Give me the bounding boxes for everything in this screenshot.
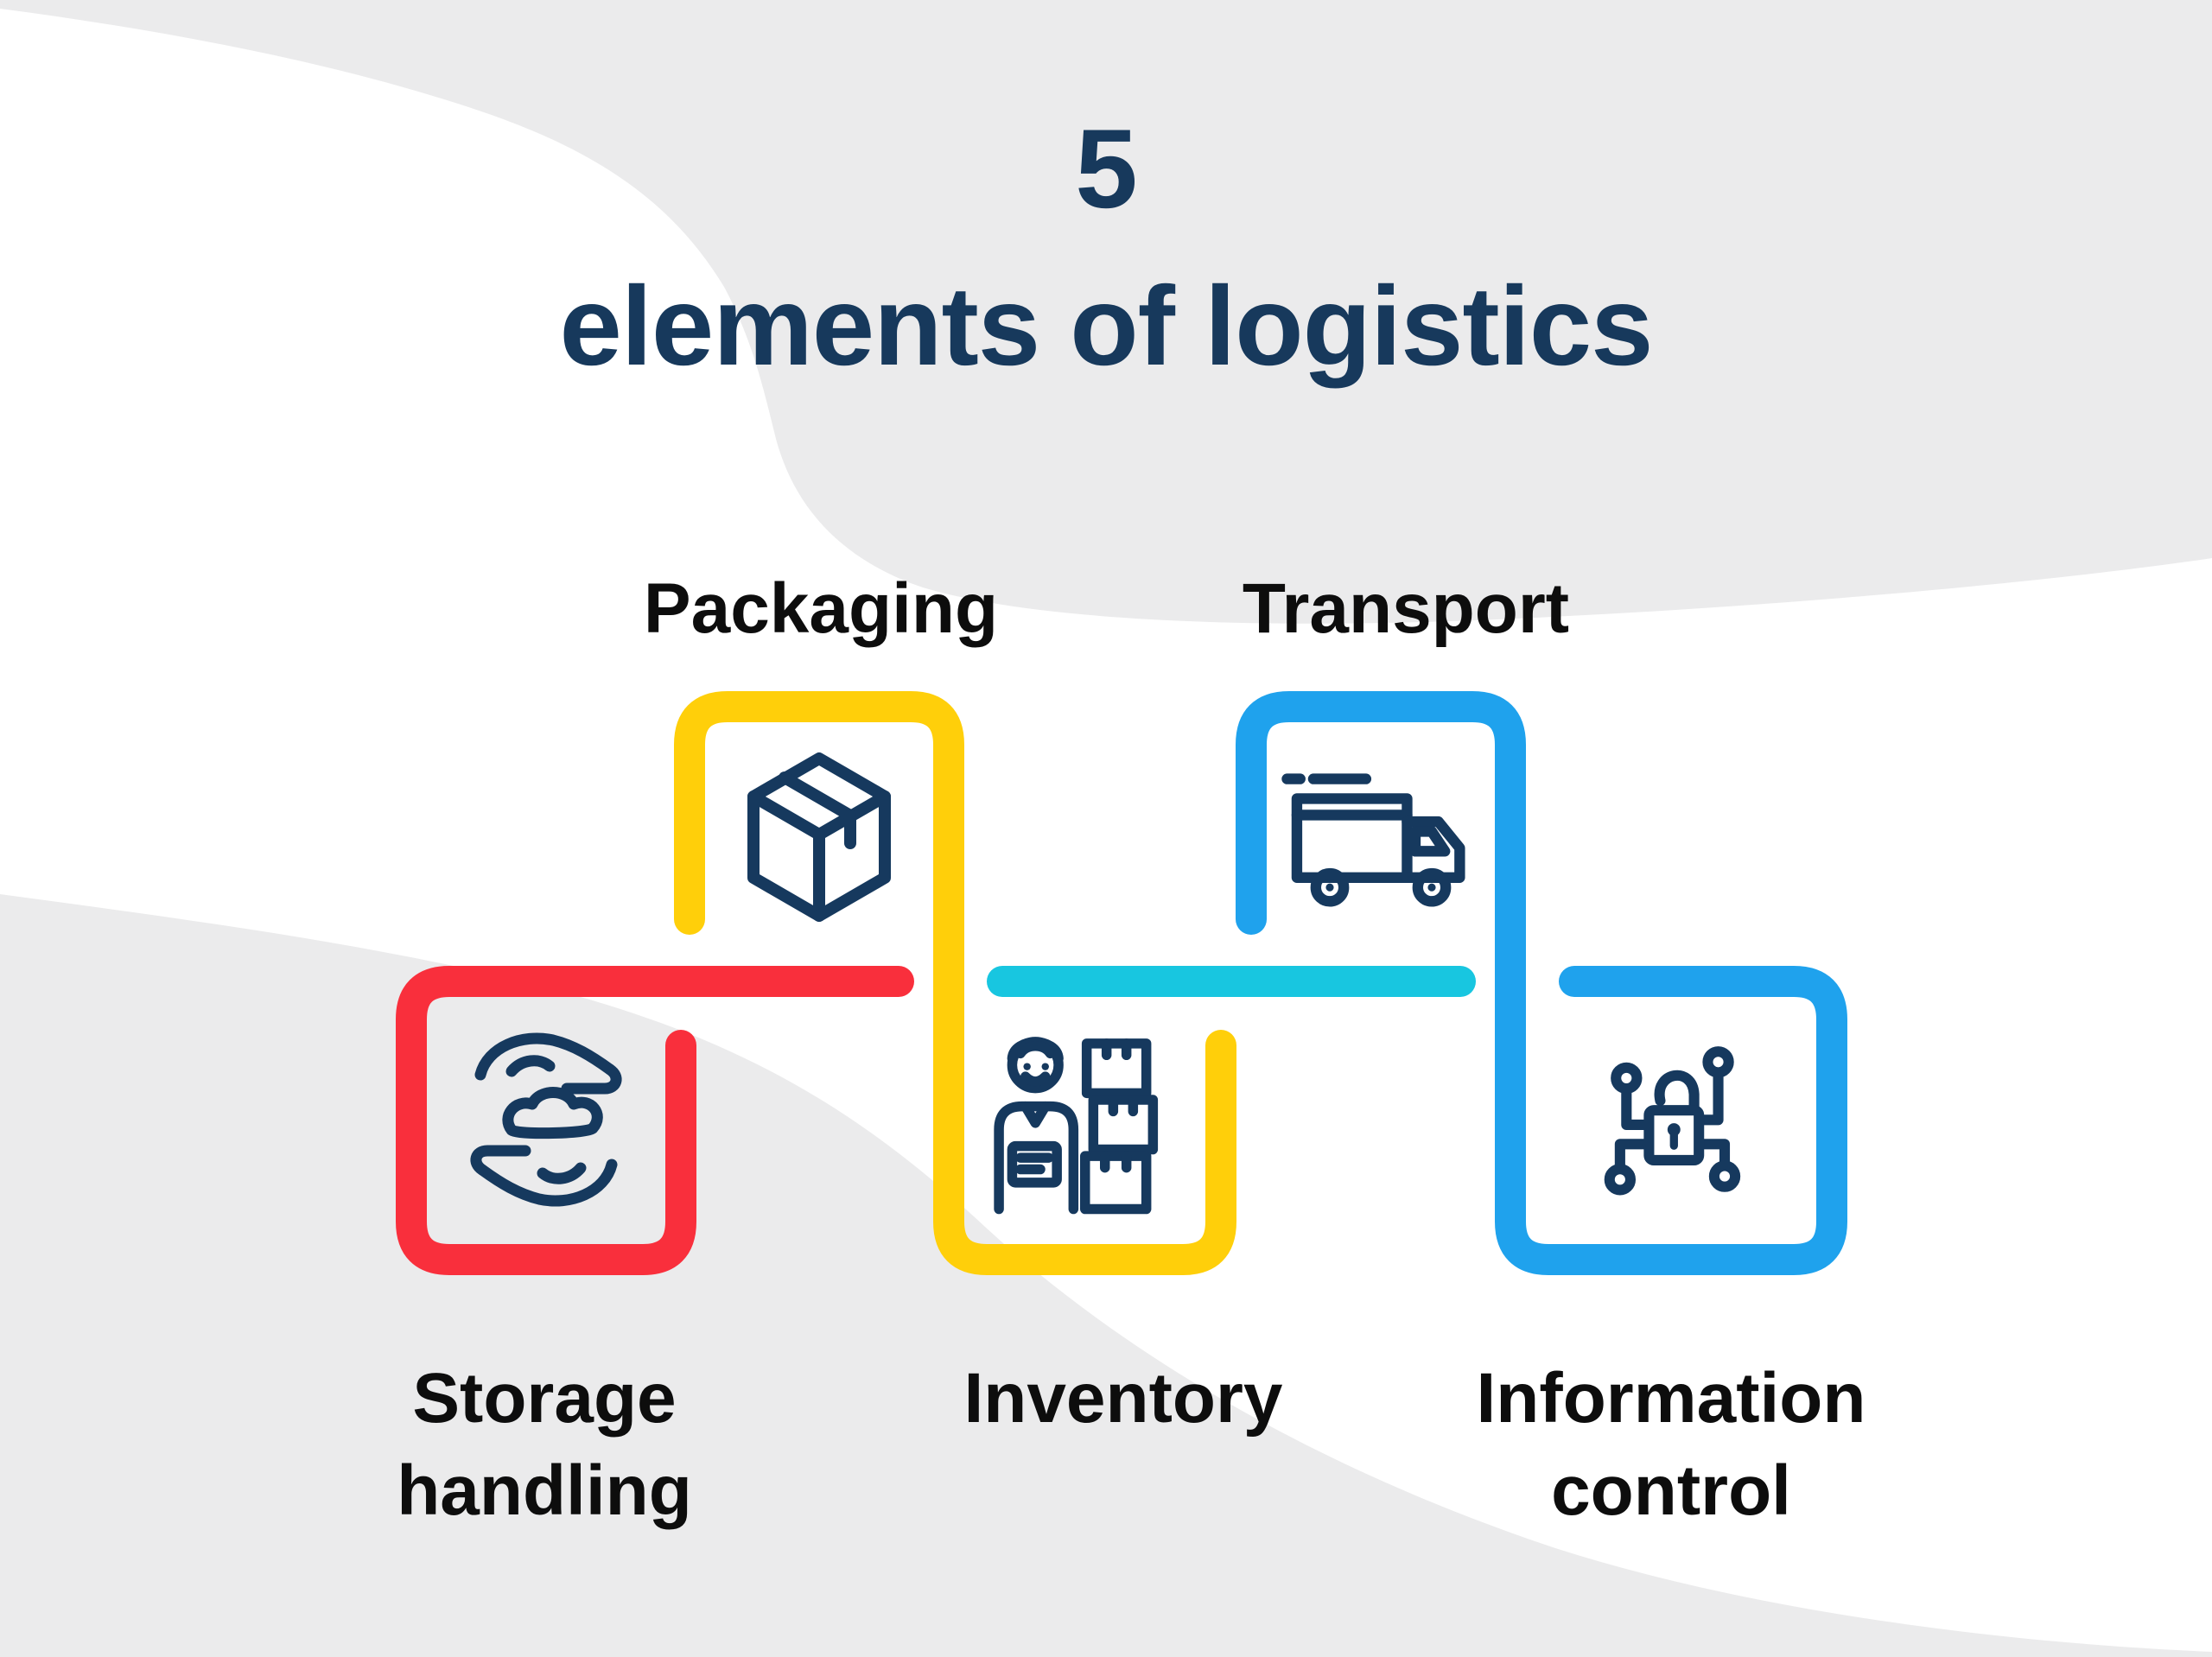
- title-text: elements of logistics: [559, 263, 1654, 389]
- transport-label: Transport: [1242, 569, 1570, 648]
- storage-handling-frame: [396, 966, 914, 1275]
- background-bottom-wave: [0, 894, 2212, 1657]
- information-control-label: Information control: [1476, 1359, 1866, 1530]
- page-title: 5 elements of logistics: [0, 90, 2212, 404]
- packaging-label: Packaging: [643, 569, 999, 648]
- delivery-truck-icon: [1281, 773, 1465, 907]
- inventory-label: Inventory: [963, 1359, 1283, 1438]
- transport-information-frame: [1236, 691, 1847, 1275]
- padlock-circuit-icon: [1604, 1046, 1741, 1196]
- background-top-wave: [0, 0, 2212, 624]
- warehouse-worker-boxes-icon: [994, 1037, 1159, 1215]
- hands-cloud-icon: [470, 1032, 622, 1207]
- title-number: 5: [1075, 105, 1137, 232]
- packaging-inventory-frame: [674, 691, 1236, 1275]
- storage-handling-label: Storage handling: [397, 1359, 692, 1530]
- package-box-icon: [747, 752, 891, 922]
